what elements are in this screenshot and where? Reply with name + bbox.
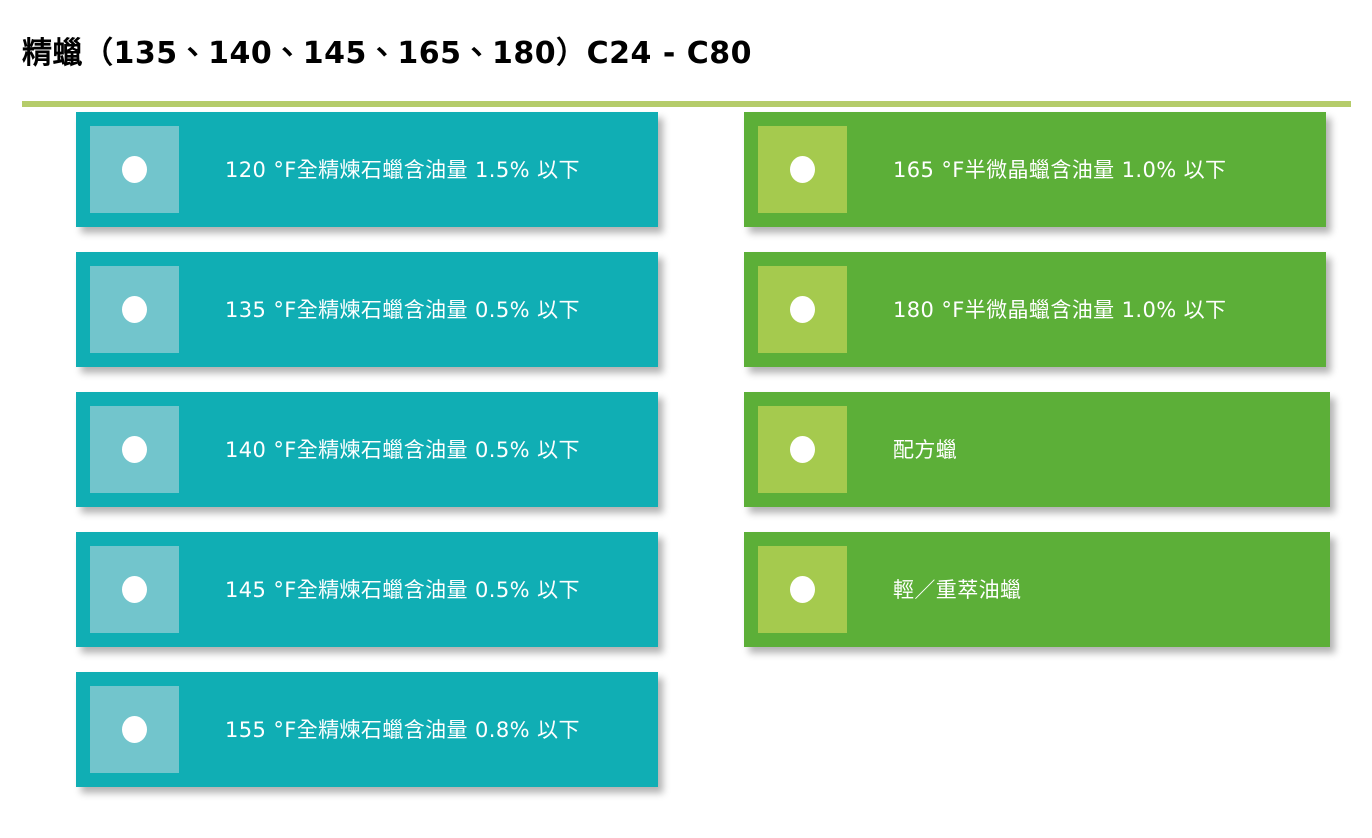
bullet-icon-box [90,266,179,353]
bullet-icon-box [90,546,179,633]
bullet-dot-icon [122,576,147,603]
bullet-icon-box [90,686,179,773]
bullet-dot-icon [790,436,815,463]
bullet-icon-box [758,266,847,353]
bullet-icon-box [758,126,847,213]
bullet-dot-icon [122,156,147,183]
bullet-dot-icon [122,436,147,463]
list-item[interactable]: 140 °F全精煉石蠟含油量 0.5% 以下 [76,392,658,507]
bullet-icon-box [758,406,847,493]
list-item-label: 155 °F全精煉石蠟含油量 0.8% 以下 [225,717,580,742]
bullet-dot-icon [122,716,147,743]
list-item[interactable]: 180 °F半微晶蠟含油量 1.0% 以下 [744,252,1326,367]
list-item-label: 輕／重萃油蠟 [893,577,1022,602]
page-title: 精蠟（135、140、145、165、180）C24 - C80 [22,36,752,71]
list-item[interactable]: 145 °F全精煉石蠟含油量 0.5% 以下 [76,532,658,647]
list-item-label: 145 °F全精煉石蠟含油量 0.5% 以下 [225,577,580,602]
left-column: 120 °F全精煉石蠟含油量 1.5% 以下 135 °F全精煉石蠟含油量 0.… [76,112,658,787]
bullet-icon-box [90,126,179,213]
list-item-label: 135 °F全精煉石蠟含油量 0.5% 以下 [225,297,580,322]
bullet-dot-icon [790,296,815,323]
list-item-label: 180 °F半微晶蠟含油量 1.0% 以下 [893,297,1227,322]
list-item[interactable]: 155 °F全精煉石蠟含油量 0.8% 以下 [76,672,658,787]
bullet-icon-box [90,406,179,493]
list-item[interactable]: 配方蠟 [744,392,1330,507]
bullet-icon-box [758,546,847,633]
bullet-dot-icon [790,576,815,603]
list-item-label: 配方蠟 [893,437,958,462]
list-item[interactable]: 165 °F半微晶蠟含油量 1.0% 以下 [744,112,1326,227]
list-item[interactable]: 輕／重萃油蠟 [744,532,1330,647]
list-item-label: 165 °F半微晶蠟含油量 1.0% 以下 [893,157,1227,182]
bullet-dot-icon [122,296,147,323]
bullet-dot-icon [790,156,815,183]
title-underline-rule [22,101,1351,107]
right-column: 165 °F半微晶蠟含油量 1.0% 以下 180 °F半微晶蠟含油量 1.0%… [744,112,1330,647]
list-item[interactable]: 120 °F全精煉石蠟含油量 1.5% 以下 [76,112,658,227]
list-item[interactable]: 135 °F全精煉石蠟含油量 0.5% 以下 [76,252,658,367]
list-item-label: 140 °F全精煉石蠟含油量 0.5% 以下 [225,437,580,462]
card-columns: 120 °F全精煉石蠟含油量 1.5% 以下 135 °F全精煉石蠟含油量 0.… [0,112,1372,838]
list-item-label: 120 °F全精煉石蠟含油量 1.5% 以下 [225,157,580,182]
title-block: 精蠟（135、140、145、165、180）C24 - C80 [0,0,1372,112]
